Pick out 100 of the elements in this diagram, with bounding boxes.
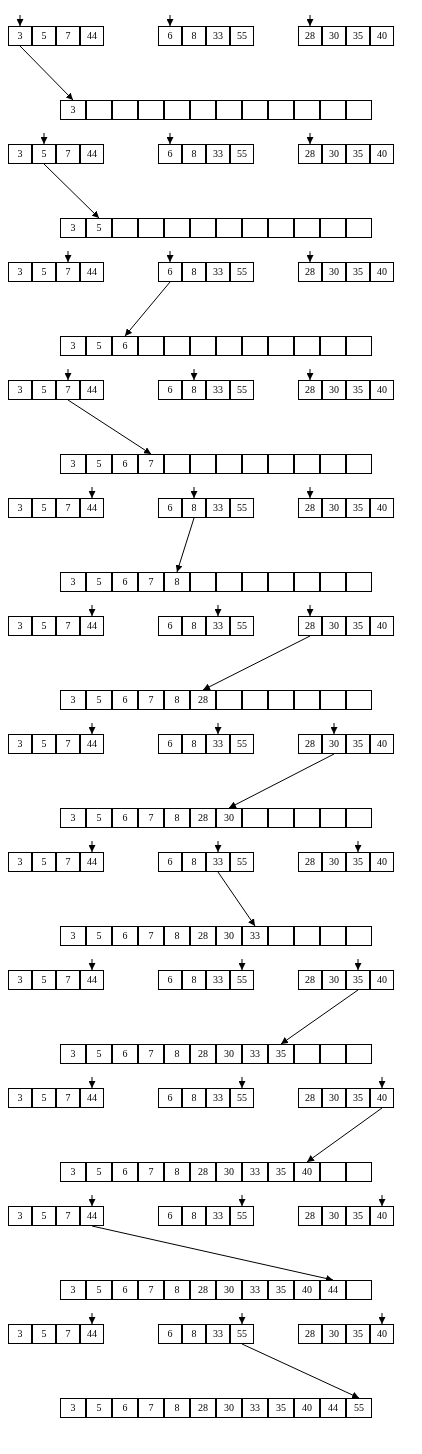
array-cell: 6 [158,970,182,990]
array-cell: 7 [138,572,164,592]
array-cell: 55 [230,616,254,636]
array-cell: 7 [56,1324,80,1344]
array-cell: 7 [138,454,164,474]
array-cell: 33 [206,970,230,990]
pointer-arrow [88,486,96,499]
array-cell: 28 [298,26,322,46]
array-cell: 5 [86,690,112,710]
array-cell: 33 [206,498,230,518]
array-cell: 7 [56,616,80,636]
array-cell: 44 [80,498,104,518]
array-cell: 33 [206,262,230,282]
pointer-arrow [190,368,198,381]
array-cell: 6 [158,1088,182,1108]
pointer-arrow [306,604,314,617]
array-cell: 44 [80,26,104,46]
array-cell: 44 [80,1324,104,1344]
array-cell: 5 [86,1162,112,1182]
array-cell: 5 [32,498,56,518]
array-cell: 6 [158,26,182,46]
pointer-arrow [16,14,24,27]
array-cell: 5 [86,1398,112,1418]
array-cell: 5 [32,380,56,400]
array-cell: 8 [182,26,206,46]
array-cell: 3 [8,1324,32,1344]
array-cell: 30 [322,852,346,872]
array-cell: 55 [230,1324,254,1344]
array-cell: 30 [322,144,346,164]
array-cell: 33 [206,1324,230,1344]
arrow [306,1107,383,1163]
array-cell: 7 [138,1398,164,1418]
array-cell: 5 [32,734,56,754]
arrow [91,1225,334,1282]
array-cell: 3 [60,1280,86,1300]
arrow [280,989,359,1045]
array-cell: 6 [112,454,138,474]
array-cell: 8 [164,1044,190,1064]
array-cell: 8 [182,970,206,990]
array-cell: 55 [230,498,254,518]
array-cell: 6 [112,572,138,592]
array-cell: 28 [298,262,322,282]
array-cell: 3 [8,734,32,754]
array-cell: 8 [164,1398,190,1418]
array-cell: 8 [182,616,206,636]
array-cell: 5 [32,1206,56,1226]
pointer-arrow [88,1076,96,1089]
array-cell: 7 [138,690,164,710]
array-cell: 33 [206,616,230,636]
pointer-arrow [378,1312,386,1325]
array-cell: 33 [242,926,268,946]
arrow [67,399,152,455]
array-cell: 7 [56,1088,80,1108]
array-cell: 7 [56,852,80,872]
array-cell: 30 [216,808,242,828]
array-cell: 30 [216,1162,242,1182]
array-cell: 7 [56,498,80,518]
array-cell: 5 [86,454,112,474]
array-cell: 3 [8,1206,32,1226]
array-cell: 3 [8,852,32,872]
array-cell: 28 [190,1162,216,1182]
array-cell: 30 [322,498,346,518]
array-cell: 28 [298,852,322,872]
array-cell: 30 [322,734,346,754]
array-cell: 8 [164,690,190,710]
array-cell: 30 [322,1088,346,1108]
array-cell: 44 [320,1398,346,1418]
pointer-arrow [88,604,96,617]
array-cell: 44 [80,262,104,282]
array-cell: 40 [370,1088,394,1108]
pointer-arrow [166,132,174,145]
pointer-arrow [88,1194,96,1207]
array-cell: 35 [346,26,370,46]
arrow [19,45,74,101]
array-cell: 40 [370,734,394,754]
array-cell: 30 [322,380,346,400]
array-cell: 40 [370,1324,394,1344]
array-cell: 28 [298,1206,322,1226]
array-cell: 7 [138,1162,164,1182]
array-cell: 35 [268,1398,294,1418]
array-cell: 6 [112,1162,138,1182]
array-cell: 3 [60,572,86,592]
array-cell: 3 [60,1398,86,1418]
array-cell: 44 [320,1280,346,1300]
array-cell: 3 [60,454,86,474]
array-cell: 7 [138,808,164,828]
array-cell: 35 [346,734,370,754]
array-cell: 3 [8,970,32,990]
array-cell: 28 [298,1324,322,1344]
pointer-arrow [190,486,198,499]
array-cell: 8 [164,1280,190,1300]
array-cell: 35 [268,1044,294,1064]
array-cell: 6 [158,734,182,754]
array-cell: 35 [346,380,370,400]
array-cell: 44 [80,380,104,400]
pointer-arrow [166,14,174,27]
array-cell: 44 [80,1206,104,1226]
array-cell: 7 [56,144,80,164]
array-cell: 28 [190,926,216,946]
array-cell: 6 [158,1324,182,1344]
